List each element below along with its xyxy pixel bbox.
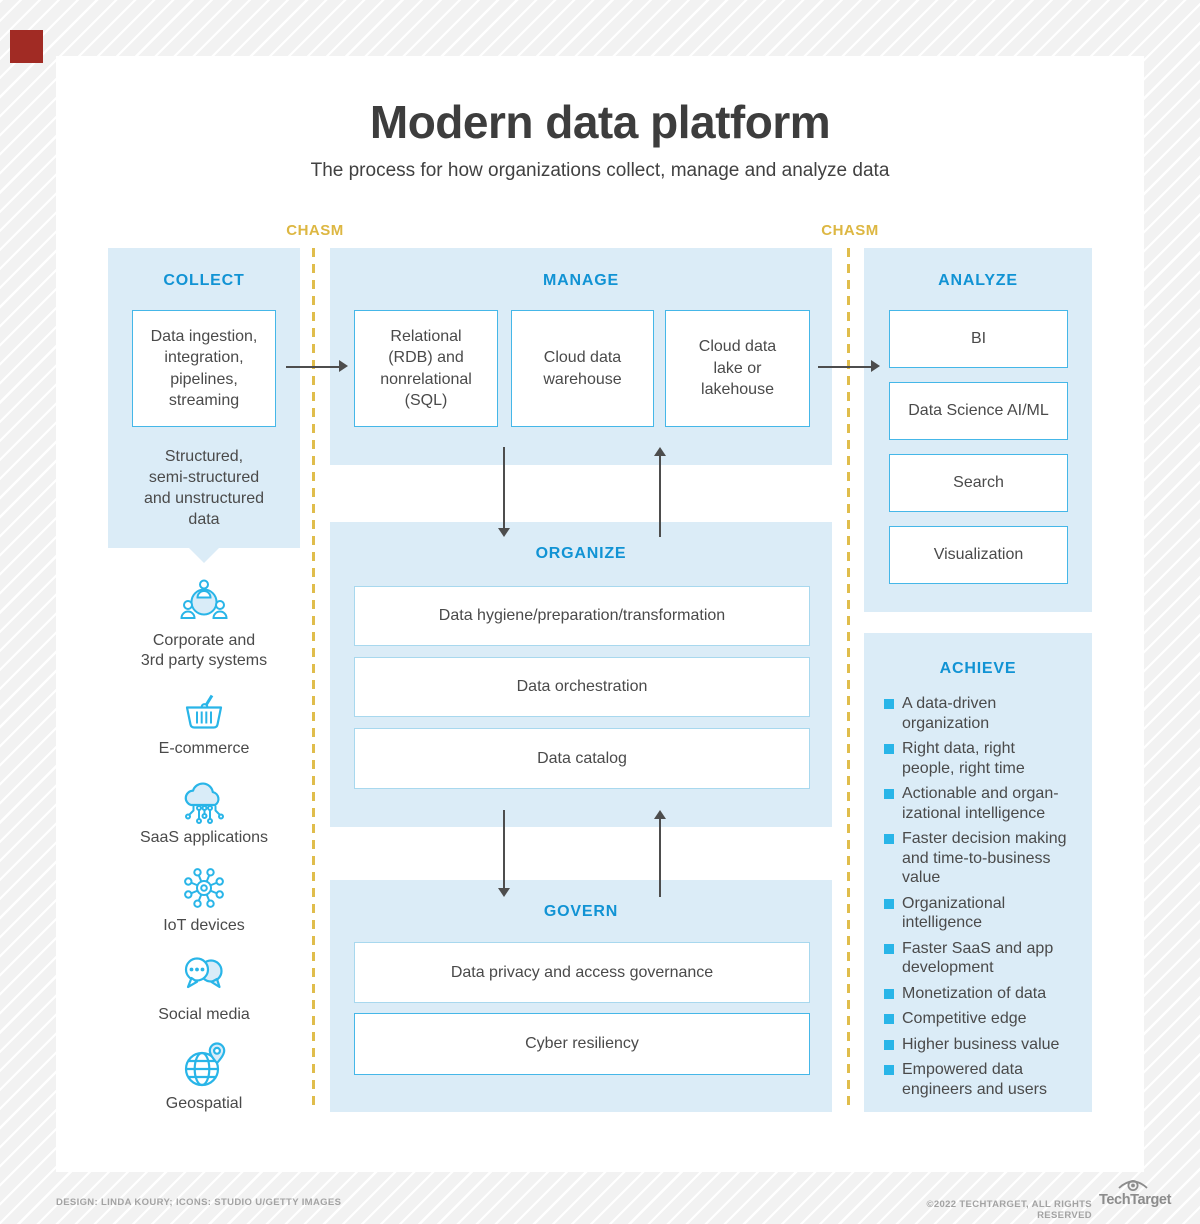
arrow-manage-to-analyze xyxy=(818,366,871,368)
source-label-ecommerce: E-commerce xyxy=(158,740,250,757)
square-bullet-icon xyxy=(884,943,894,954)
arrowhead-collect-to-manage xyxy=(339,360,348,372)
arrowhead-organize-to-manage xyxy=(654,447,666,456)
collect-note: Structured, semi-structured and unstruct… xyxy=(143,448,265,528)
copyright-text: ©2022 TECHTARGET, ALL RIGHTS RESERVED xyxy=(926,1199,1092,1221)
arrow-collect-to-manage xyxy=(286,366,339,368)
page-title: Modern data platform xyxy=(369,96,831,148)
achieve-bullet-list: A data-driven organization Right data, r… xyxy=(884,694,1078,1099)
achieve-panel xyxy=(864,633,1092,1112)
arrowhead-manage-to-analyze xyxy=(871,360,880,372)
govern-heading: GOVERN xyxy=(543,903,619,920)
social-media-icon xyxy=(124,954,284,998)
square-bullet-icon xyxy=(884,744,894,754)
analyze-box-datascience: Data Science AI/ML xyxy=(889,382,1068,440)
manage-box-relational: Relational (RDB) and nonrelational (SQL) xyxy=(354,310,498,427)
square-bullet-icon xyxy=(884,988,894,999)
source-label-corporate: Corporate and 3rd party systems xyxy=(140,632,268,669)
achieve-bullet-item: Monetization of data xyxy=(884,984,1078,1004)
manage-heading: MANAGE xyxy=(543,272,619,289)
square-bullet-icon xyxy=(884,789,894,799)
source-label-saas: SaaS applications xyxy=(139,829,269,846)
achieve-bullet-item: Competitive edge xyxy=(884,1009,1078,1029)
corner-brand-square xyxy=(10,30,43,63)
techtarget-wordmark: TechTarget xyxy=(1099,1192,1172,1208)
techtarget-logo: TechTarget xyxy=(1099,1177,1171,1209)
collect-panel-tail xyxy=(189,548,219,563)
organize-heading: ORGANIZE xyxy=(535,545,627,562)
analyze-box-bi: BI xyxy=(889,310,1068,368)
arrow-govern-to-organize xyxy=(659,819,661,897)
achieve-bullet-item: Empowered data engineers and users xyxy=(884,1060,1078,1099)
achieve-bullet-item: Higher business value xyxy=(884,1035,1078,1055)
arrowhead-organize-to-govern xyxy=(498,888,510,897)
saas-cloud-icon xyxy=(124,779,284,825)
corporate-systems-icon xyxy=(124,577,284,627)
chasm-label-right: CHASM xyxy=(821,222,879,239)
chasm-dashed-line-left xyxy=(312,248,315,1112)
source-label-iot: IoT devices xyxy=(163,917,245,934)
iot-devices-icon xyxy=(124,865,284,911)
analyze-box-visualization: Visualization xyxy=(889,526,1068,584)
arrowhead-manage-to-organize xyxy=(498,528,510,537)
arrow-manage-to-organize xyxy=(503,447,505,528)
achieve-heading: ACHIEVE xyxy=(939,660,1017,677)
source-label-social: Social media xyxy=(158,1006,250,1023)
achieve-bullet-item: Organizational intelligence xyxy=(884,894,1078,933)
chasm-dashed-line-right xyxy=(847,248,850,1112)
arrow-organize-to-govern xyxy=(503,810,505,888)
arrowhead-govern-to-organize xyxy=(654,810,666,819)
achieve-bullet-item: Actionable and organ- izational intellig… xyxy=(884,784,1078,823)
manage-box-lakehouse: Cloud data lake or lakehouse xyxy=(665,310,810,427)
organize-box-orchestration: Data orchestration xyxy=(354,657,810,717)
source-label-geospatial: Geospatial xyxy=(165,1095,243,1112)
organize-box-hygiene: Data hygiene/preparation/transformation xyxy=(354,586,810,646)
square-bullet-icon xyxy=(884,1014,894,1024)
manage-box-warehouse: Cloud data warehouse xyxy=(511,310,654,427)
organize-box-catalog: Data catalog xyxy=(354,728,810,789)
govern-box-cyber: Cyber resiliency xyxy=(354,1013,810,1075)
design-credits: DESIGN: LINDA KOURY; ICONS: STUDIO U/GET… xyxy=(56,1197,342,1208)
achieve-bullet-item: Faster decision making and time-to-busin… xyxy=(884,829,1078,888)
square-bullet-icon xyxy=(884,1065,894,1075)
govern-box-privacy: Data privacy and access governance xyxy=(354,942,810,1003)
square-bullet-icon xyxy=(884,1039,894,1050)
achieve-bullet-item: Faster SaaS and app development xyxy=(884,939,1078,978)
analyze-box-search: Search xyxy=(889,454,1068,512)
achieve-bullet-item: A data-driven organization xyxy=(884,694,1078,733)
analyze-heading: ANALYZE xyxy=(938,272,1018,289)
collect-box: Data ingestion, integration, pipelines, … xyxy=(132,310,276,427)
achieve-bullet-item: Right data, right people, right time xyxy=(884,739,1078,778)
page-subtitle: The process for how organizations collec… xyxy=(310,160,890,181)
ecommerce-basket-icon xyxy=(124,694,284,734)
square-bullet-icon xyxy=(884,699,894,709)
square-bullet-icon xyxy=(884,834,894,844)
geospatial-icon xyxy=(124,1042,284,1088)
collect-heading: COLLECT xyxy=(163,272,245,289)
techtarget-eye-icon xyxy=(1118,1180,1148,1191)
square-bullet-icon xyxy=(884,898,894,909)
arrow-organize-to-manage xyxy=(659,456,661,537)
chasm-label-left: CHASM xyxy=(286,222,344,239)
